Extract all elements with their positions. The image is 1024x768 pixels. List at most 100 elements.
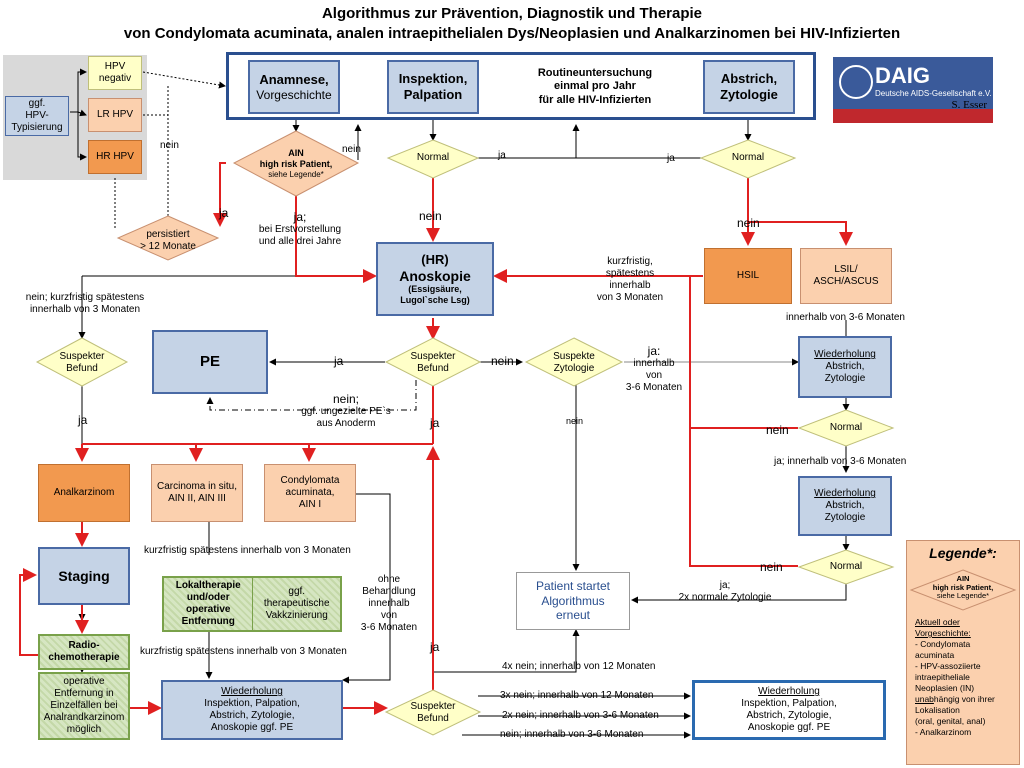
box-carcinoma: Carcinoma in situ, AIN II, AIN III xyxy=(151,464,243,522)
label-nein-ain: nein xyxy=(342,144,361,155)
kurz-r-line4: von 3 Monaten xyxy=(596,292,664,303)
anoskopie-line3: (Essigsäure, xyxy=(408,284,462,295)
diamond-normal-inspektion xyxy=(386,139,480,179)
suspekter-left-text: Suspekter Befund xyxy=(45,351,119,375)
susp-bottom-line2: Befund xyxy=(417,713,449,724)
diamond-normal-wd2 xyxy=(797,549,895,585)
radio-line1: Radio- xyxy=(68,640,100,651)
diamond-normal-wd1 xyxy=(797,409,895,447)
label-nein-abstrich: nein xyxy=(737,216,760,230)
logo-name: DAIG xyxy=(875,63,930,88)
anoskopie-line1: (HR) xyxy=(421,252,449,267)
legend-i2: acuminata xyxy=(915,650,955,661)
wdbl-line2: Abstrich, Zytologie, xyxy=(209,710,295,721)
operative-line3: Einzelfällen bei xyxy=(50,700,118,711)
logo-author: S. Esser xyxy=(951,99,987,111)
wd1-line2: Zytologie xyxy=(824,373,866,384)
wdbl-title: Wiederholung xyxy=(221,686,283,697)
thera-line3: Vakkzinierung xyxy=(265,610,328,621)
legend-unab: unabhängig von ihrer xyxy=(915,694,1019,705)
lsil-line2: ASCH/ASCUS xyxy=(813,276,879,287)
box-lsil: LSIL/ ASCH/ASCUS xyxy=(800,248,892,304)
legend-i3: - HPV-assoziierte xyxy=(915,661,981,672)
diamond-persistiert xyxy=(116,215,220,261)
ja-zyto-line2: innerhalb xyxy=(633,358,675,370)
label-ja-sb1: ja xyxy=(78,413,88,427)
label-3x-nein: 3x nein; innerhalb von 12 Monaten xyxy=(500,690,654,701)
label-ja-left: ja xyxy=(219,206,229,220)
ja-erst-line3: und alle drei Jahre xyxy=(258,236,342,248)
box-lr-hpv: LR HPV xyxy=(88,98,142,132)
normal-label-1: Normal xyxy=(416,152,450,163)
box-operative: operative Entfernung in Einzelfällen bei… xyxy=(38,672,130,740)
daig-logo: DAIG Deutsche AIDS-Gesellschaft e.V. S. … xyxy=(833,57,993,123)
wd2-title: Wiederholung xyxy=(814,488,876,499)
nein-left-line2: innerhalb von 3 Monaten xyxy=(29,304,141,315)
label-ja-zyto: ja: innerhalb von 3-6 Monaten xyxy=(618,344,690,394)
nein-left-line1: nein; kurzfristig spätestens xyxy=(25,292,145,303)
label-ja-bottom: ja xyxy=(430,640,440,654)
diamond-suspekte-zyto xyxy=(524,337,624,387)
suspekter-main-text: Suspekter Befund xyxy=(396,351,470,375)
suspekte-zyto-text: Suspekte Zytologie xyxy=(537,351,611,375)
ohne-line3: innerhalb xyxy=(368,598,410,609)
legend-i1: - Condylomata xyxy=(915,639,971,650)
label-4x-nein: 4x nein; innerhalb von 12 Monaten xyxy=(502,661,656,672)
label-kurzfristig-right: kurzfristig, spätestens innerhalb von 3 … xyxy=(588,256,672,304)
label-ja-top2: ja xyxy=(667,153,675,164)
lokal-left: Lokaltherapie und/oder operative Entfern… xyxy=(164,580,252,628)
legend-diamond-text: AIN high risk Patient, siehe Legende* xyxy=(911,574,1015,601)
box-patient-startet: Patient startet Algorithmus erneut xyxy=(516,572,630,630)
thera-line1: ggf. xyxy=(288,586,306,597)
box-abstrich: Abstrich, Zytologie xyxy=(703,60,795,114)
legend-unab-rest: hängig von ihrer xyxy=(933,694,995,705)
label-nein-zyto: nein xyxy=(566,416,584,426)
box-wiederholung-bottom-right: Wiederholung Inspektion, Palpation, Abst… xyxy=(692,680,886,740)
logo-subtitle: Deutsche AIDS-Gesellschaft e.V. xyxy=(875,89,992,98)
operative-line2: Entfernung in xyxy=(54,688,114,699)
ja-normal-line2: 2x normale Zytologie xyxy=(678,592,772,603)
box-wiederholung-bottom-left: Wiederholung Inspektion, Palpation, Abst… xyxy=(161,680,343,740)
label-ja-top1: ja xyxy=(498,150,506,161)
label-hpv-nein: nein xyxy=(160,140,179,151)
anamnese-title: Anamnese, xyxy=(259,72,329,87)
operative-line4: Analrandkarzinom xyxy=(43,712,125,723)
anoskopie-line2: Anoskopie xyxy=(399,267,471,284)
ja-zyto-line4: 3-6 Monaten xyxy=(625,382,683,394)
radio-line2: chemotherapie xyxy=(48,652,120,663)
label-kurz-staging: kurzfristig spätestens innerhalb von 3 M… xyxy=(144,545,351,556)
box-hsil: HSIL xyxy=(704,248,792,304)
label-nein-wd2: nein xyxy=(760,560,783,574)
susp-main-line2: Befund xyxy=(417,363,449,374)
inspektion-line2: Palpation xyxy=(403,87,463,102)
wdbl-line3: Anoskopie ggf. PE xyxy=(210,722,294,733)
susp-zyto-line1: Suspekte xyxy=(553,351,595,362)
lokal-line4: Entfernung xyxy=(181,616,235,627)
label-ja-36: ja; innerhalb von 3-6 Monaten xyxy=(774,456,907,467)
label-kurz-lokal: kurzfristig spätestens innerhalb von 3 M… xyxy=(140,646,347,657)
diamond-ain-risk xyxy=(232,130,360,197)
wd1-line1: Abstrich, xyxy=(825,361,865,372)
wdbr-line3: Anoskopie ggf. PE xyxy=(747,722,831,733)
susp-left-line1: Suspekter xyxy=(59,351,105,362)
ja-zyto-line3: von xyxy=(645,370,663,382)
legend-j3: - Analkarzinom xyxy=(915,727,972,738)
kurz-r-line1: kurzfristig, xyxy=(607,256,653,267)
title-line-1: Algorithmus zur Prävention, Diagnostik u… xyxy=(321,5,703,22)
box-condylomata: Condylomata acuminata, AIN I xyxy=(264,464,356,522)
lokal-line3: operative xyxy=(186,604,231,615)
routine-line2: einmal pro Jahr xyxy=(554,80,636,93)
ohne-line1: ohne xyxy=(377,574,401,585)
routine-text: Routineuntersuchung einmal pro Jahr für … xyxy=(500,60,690,114)
routine-line3: für alle HIV-Infizierten xyxy=(538,93,652,106)
label-nein-inspektion: nein xyxy=(419,209,442,223)
legend-body: Aktuell oder Vorgeschichte: - Condylomat… xyxy=(915,617,1019,739)
label-ja-erst: ja; bei Erstvorstellung und alle drei Ja… xyxy=(250,210,350,248)
susp-main-line1: Suspekter xyxy=(410,351,456,362)
suspekter-bottom-text: Suspekter Befund xyxy=(396,701,470,725)
label-ohne-behandlung: ohne Behandlung innerhalb von 3-6 Monate… xyxy=(358,574,420,634)
label-1x-nein: nein; innerhalb von 3-6 Monaten xyxy=(500,729,644,740)
patient-line1: Patient startet xyxy=(535,579,611,594)
patient-line2: Algorithmus xyxy=(541,593,605,608)
hpv-typ-line3: Typisierung xyxy=(11,122,63,133)
